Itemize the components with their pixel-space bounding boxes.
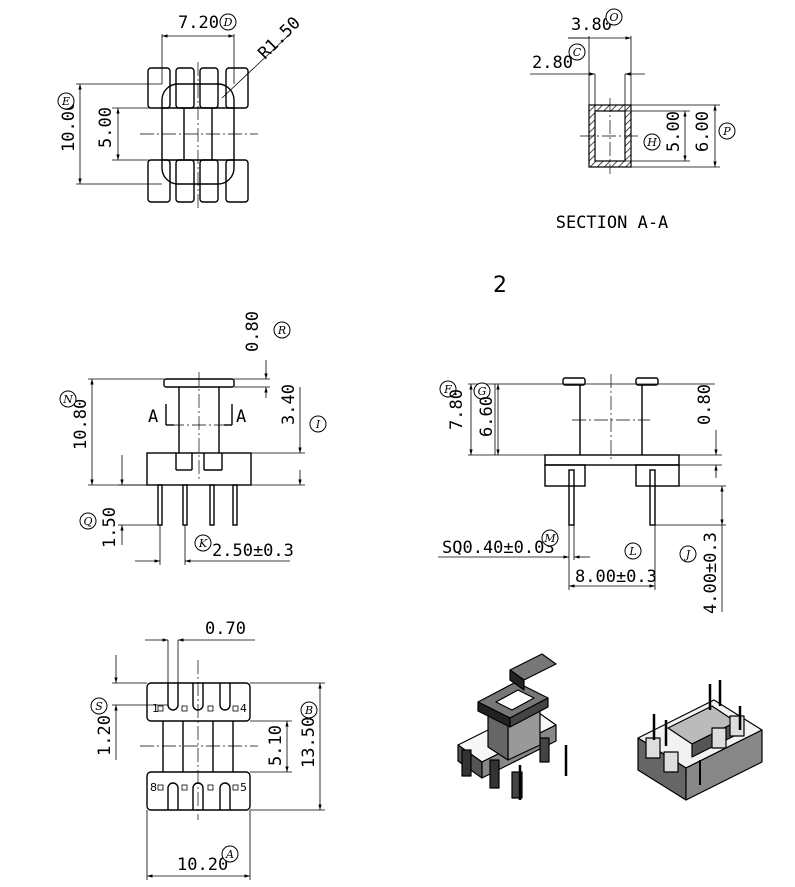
section-mark-right: A [236, 407, 246, 427]
ref-circle [219, 13, 237, 31]
front-pin-len-ref: Q [83, 515, 92, 528]
top-view [76, 33, 291, 210]
side-flange-dim: 0.80 [695, 384, 715, 425]
bottom-s-ref: S [95, 700, 103, 713]
ref-circle [624, 542, 642, 560]
side-pin-h-ref: J [684, 548, 691, 561]
ref-circle [473, 382, 491, 400]
pin-label-4: 4 [240, 702, 247, 715]
ref-circle [57, 92, 75, 110]
ref-circle [718, 122, 736, 140]
top-height-dim: 10.00 [59, 101, 79, 152]
front-upper-ref: I [315, 418, 321, 431]
top-width-ref: D [223, 16, 233, 29]
radius-dim: R1.50 [254, 13, 304, 63]
side-pin-dim: SQ0.40±0.03 [442, 538, 555, 558]
front-total-h-ref: N [62, 393, 73, 406]
side-h1-ref: F [443, 383, 452, 396]
ref-circle [679, 545, 697, 563]
side-h1-dim: 7.80 [447, 389, 467, 430]
ref-circle [194, 534, 212, 552]
bottom-width-dim: 10.20 [177, 855, 228, 875]
iso-view-bottom [637, 680, 763, 801]
bottom-mid-dim: 5.10 [266, 725, 286, 766]
section-inner-dim: 2.80 [532, 53, 573, 73]
ref-circle [300, 701, 318, 719]
front-pin-len-dim: 1.50 [100, 507, 120, 548]
front-upper-dim: 3.40 [279, 384, 299, 425]
section-inner-h-dim: 5.00 [664, 111, 684, 152]
side-h2-ref: G [478, 385, 487, 398]
variant-number: 2 [493, 273, 507, 298]
section-outer-dim: 3.80 [571, 15, 612, 35]
side-view [438, 374, 726, 612]
ref-circle [221, 845, 239, 863]
side-pin-h-dim: 4.00±0.3 [701, 532, 721, 614]
pin-label-5: 5 [240, 781, 247, 794]
bottom-b-ref: B [304, 704, 313, 717]
section-inner-h-ref: H [646, 136, 657, 149]
bottom-b-dim: 13.50 [299, 717, 319, 768]
ref-circle [79, 512, 97, 530]
top-height-ref: E [61, 95, 70, 108]
top-inner-dim: 5.00 [96, 107, 116, 148]
ref-circle [605, 8, 623, 26]
ref-circle [59, 390, 77, 408]
section-outer-ref: O [609, 11, 618, 24]
section-title: SECTION A-A [556, 213, 669, 233]
side-row-dim: 8.00±0.3 [575, 567, 657, 587]
section-inner-ref: C [573, 46, 582, 59]
pin-label-8: 8 [150, 781, 157, 794]
bottom-slot-dim: 0.70 [205, 619, 246, 639]
bottom-width-ref: A [225, 848, 234, 861]
top-width-dim: 7.20 [178, 13, 219, 33]
side-h2-dim: 6.60 [477, 396, 497, 437]
front-pitch-dim: 2.50±0.3 [212, 541, 294, 561]
bottom-view [112, 638, 325, 880]
front-flange-dim: 0.80 [243, 311, 263, 352]
pin-label-1: 1 [152, 702, 159, 715]
section-outer-h-dim: 6.00 [693, 111, 713, 152]
ref-circle [90, 697, 108, 715]
ref-circle [643, 133, 661, 151]
ref-circle [568, 43, 586, 61]
ref-circle [439, 380, 457, 398]
ref-circle [541, 529, 559, 547]
front-pitch-ref: K [198, 537, 208, 550]
bottom-s-dim: 1.20 [95, 715, 115, 756]
ref-circle [273, 321, 291, 339]
front-total-h-dim: 10.80 [71, 399, 91, 450]
section-mark-left: A [148, 407, 158, 427]
side-pin-ref: M [543, 532, 556, 545]
section-outer-h-ref: P [722, 125, 731, 138]
side-row-ref: L [628, 545, 636, 558]
ref-circle [309, 415, 327, 433]
front-flange-ref: R [277, 324, 286, 337]
iso-view-top [457, 653, 568, 800]
front-view [88, 360, 305, 565]
section-view [530, 36, 720, 174]
